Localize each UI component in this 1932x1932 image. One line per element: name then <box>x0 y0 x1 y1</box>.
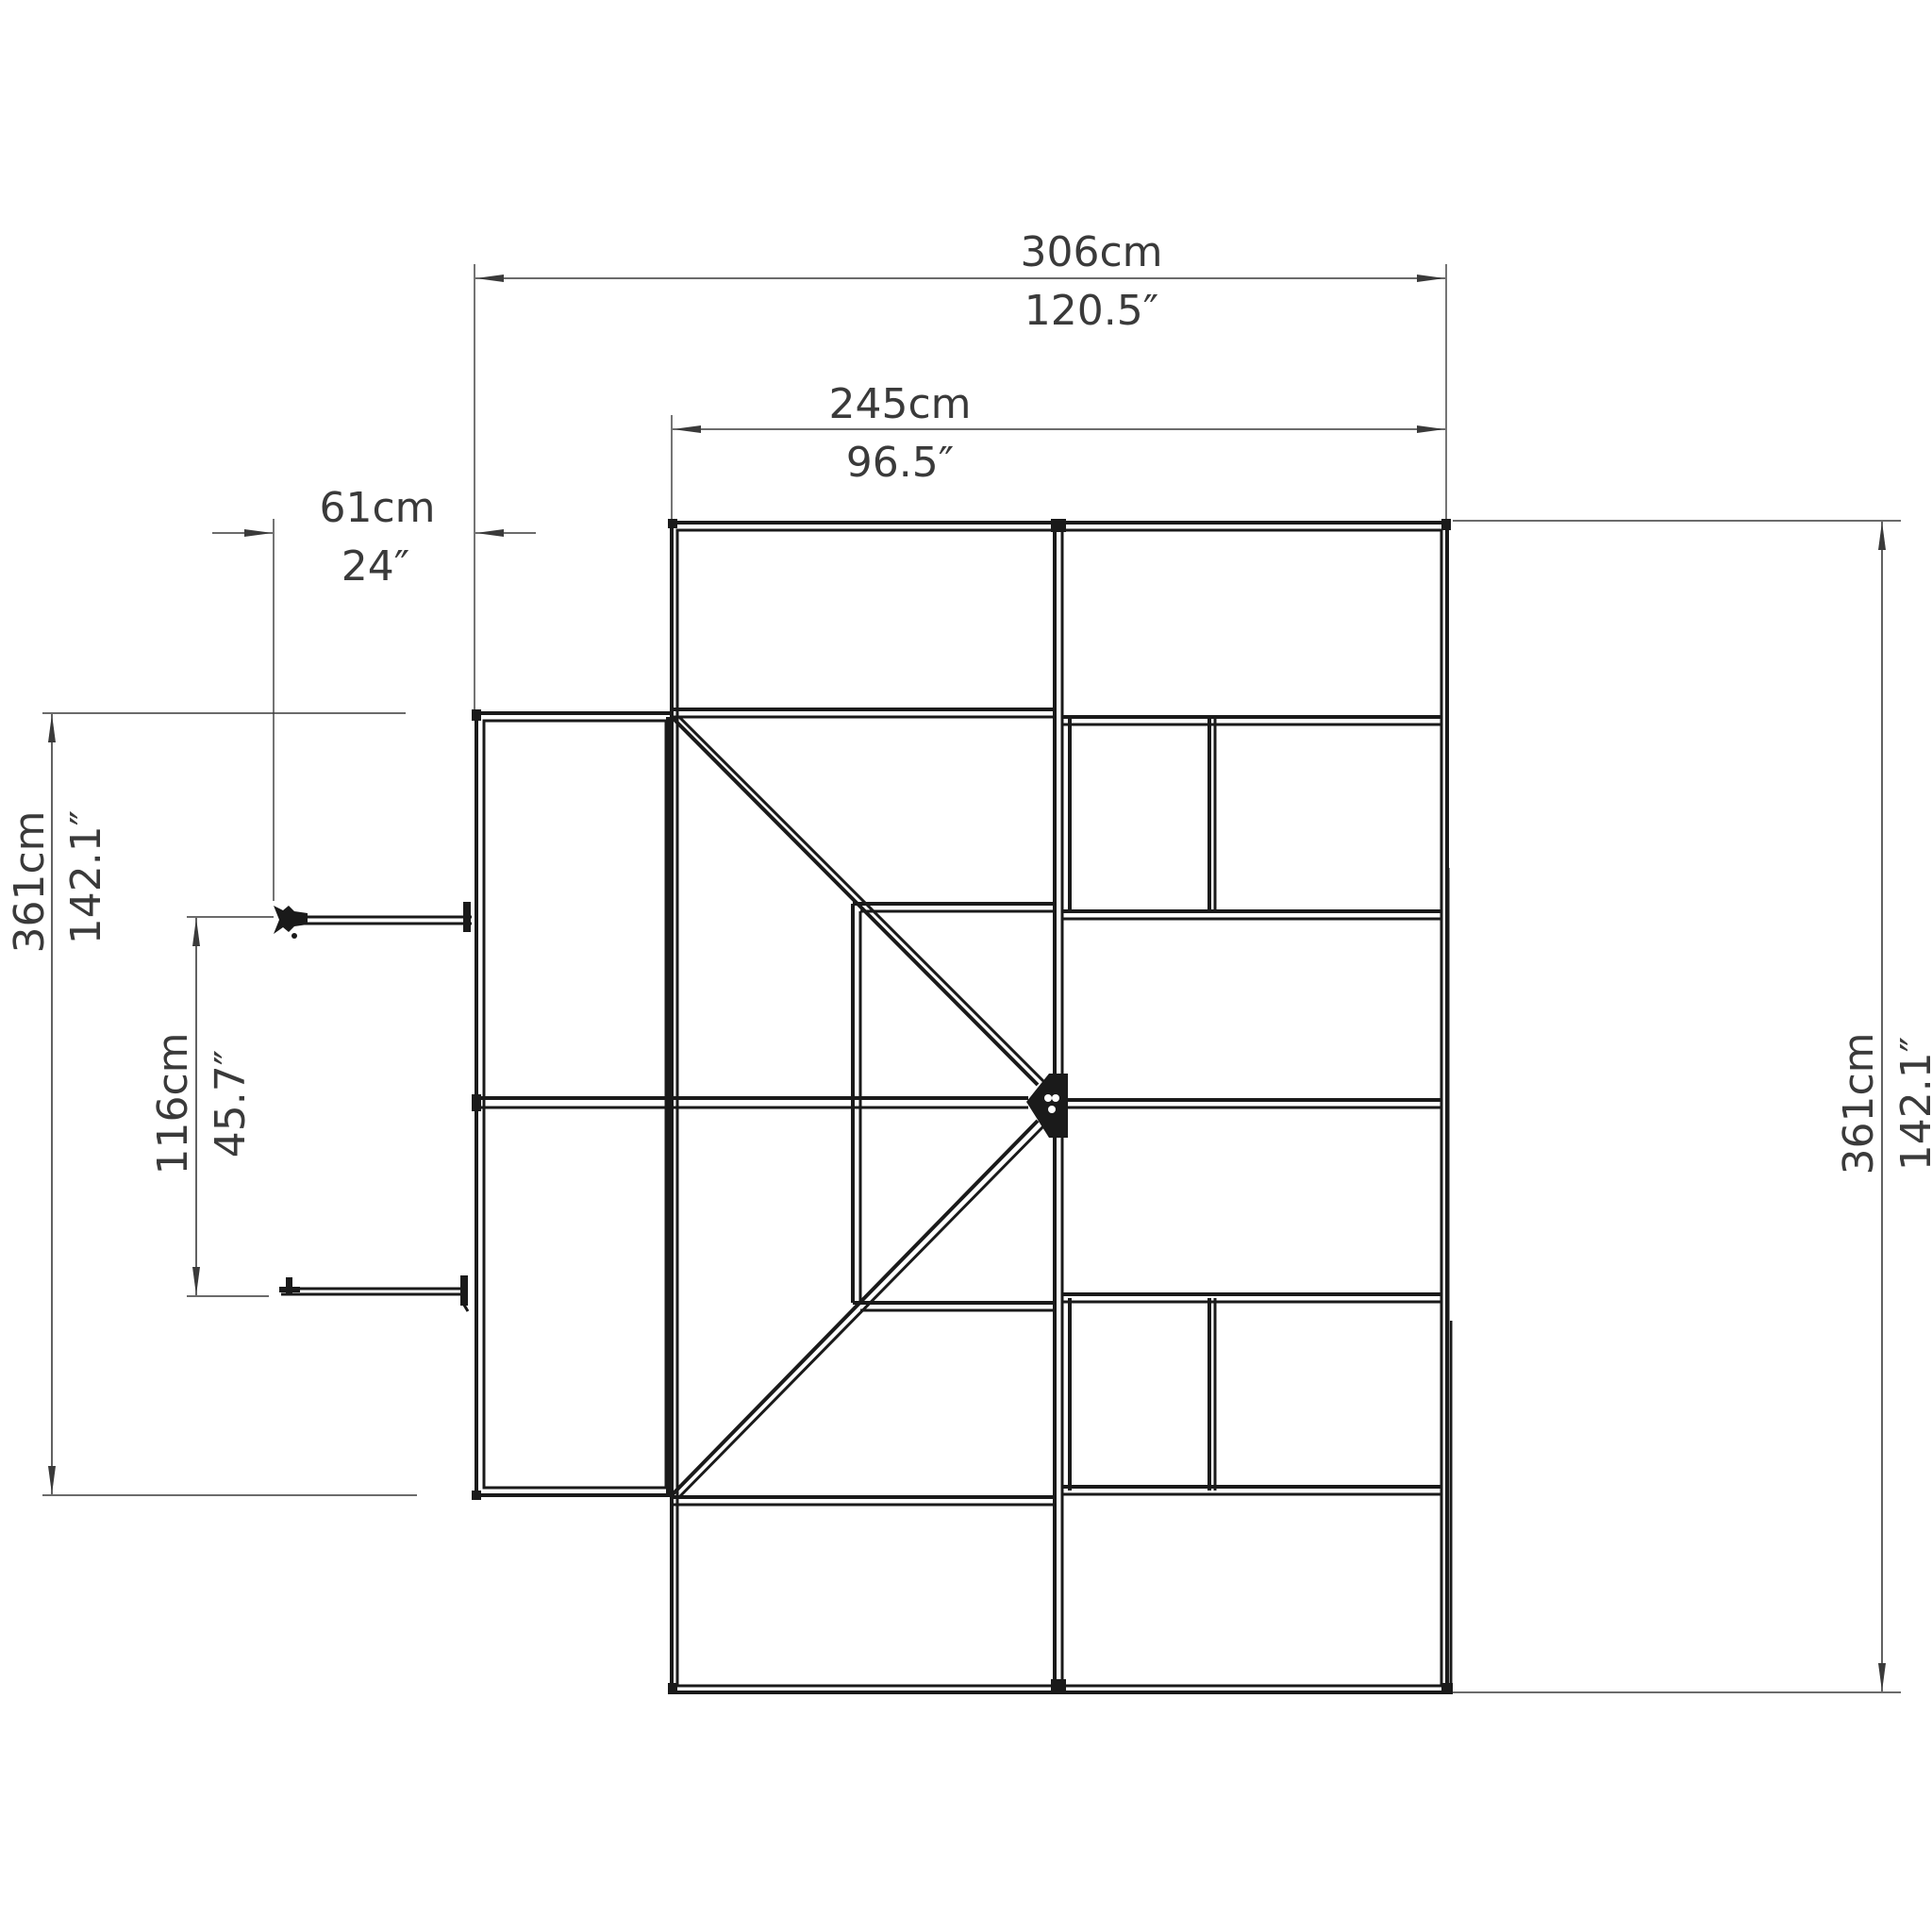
dimension-right-length: 361cm 142.1″ <box>1453 520 1932 1693</box>
label-main-width-metric: 245cm <box>828 380 971 428</box>
dimension-overall-width: 306cm 120.5″ <box>474 228 1447 717</box>
door-upper <box>274 902 472 939</box>
label-overall-width-metric: 306cm <box>1020 228 1162 276</box>
door-lower <box>279 1275 470 1312</box>
ridge-junction-hub <box>1026 1074 1068 1138</box>
corner-top-left <box>668 519 677 528</box>
door-lower-stop <box>460 1301 470 1312</box>
rafter-lower-a <box>670 1119 1040 1497</box>
label-door-opening-metric: 116cm <box>149 1032 197 1174</box>
label-left-length-imperial: 142.1″ <box>62 810 110 944</box>
hub-bolt-3 <box>1048 1106 1056 1113</box>
label-door-opening-imperial: 45.7″ <box>207 1050 255 1158</box>
label-main-width-imperial: 96.5″ <box>846 439 954 487</box>
corner-door-middle <box>472 1094 481 1111</box>
label-right-length-imperial: 142.1″ <box>1892 1037 1932 1171</box>
dimension-door-opening: 116cm 45.7″ <box>149 916 274 1297</box>
dimension-main-width: 245cm 96.5″ <box>671 380 1445 528</box>
label-door-depth-metric: 61cm <box>319 484 435 532</box>
corner-door-bottom <box>472 1491 481 1500</box>
door-upper-hinge <box>463 902 471 932</box>
door-upper-latch <box>291 933 297 939</box>
corner-bottom-right <box>1441 1683 1453 1694</box>
door-extension-outer <box>475 711 674 1497</box>
door-upper-handle-icon <box>274 906 308 934</box>
corner-door-top <box>472 709 481 721</box>
rafter-upper-b <box>677 715 1047 1085</box>
label-door-depth-imperial: 24″ <box>341 542 409 591</box>
hub-bolt-1 <box>1044 1094 1052 1102</box>
door-lower-handle-bar <box>279 1287 300 1292</box>
corner-top-right <box>1441 519 1451 530</box>
label-left-length-metric: 361cm <box>6 810 54 953</box>
corner-top-center <box>1051 519 1066 532</box>
rafter-upper-a <box>670 715 1040 1087</box>
corner-bottom-left <box>668 1683 677 1694</box>
door-lower-handle-icon <box>286 1277 292 1294</box>
hub-bolt-2 <box>1052 1094 1059 1102</box>
dimension-door-depth: 61cm 24″ <box>212 484 536 901</box>
label-right-length-metric: 361cm <box>1835 1032 1883 1174</box>
corner-bottom-center <box>1051 1679 1066 1694</box>
label-overall-width-imperial: 120.5″ <box>1024 287 1158 335</box>
door-extension-inner <box>482 719 668 1490</box>
greenhouse-frame <box>472 519 1453 1694</box>
dimension-left-length: 361cm 142.1″ <box>6 712 417 1496</box>
door-lower-hinge <box>460 1275 468 1306</box>
